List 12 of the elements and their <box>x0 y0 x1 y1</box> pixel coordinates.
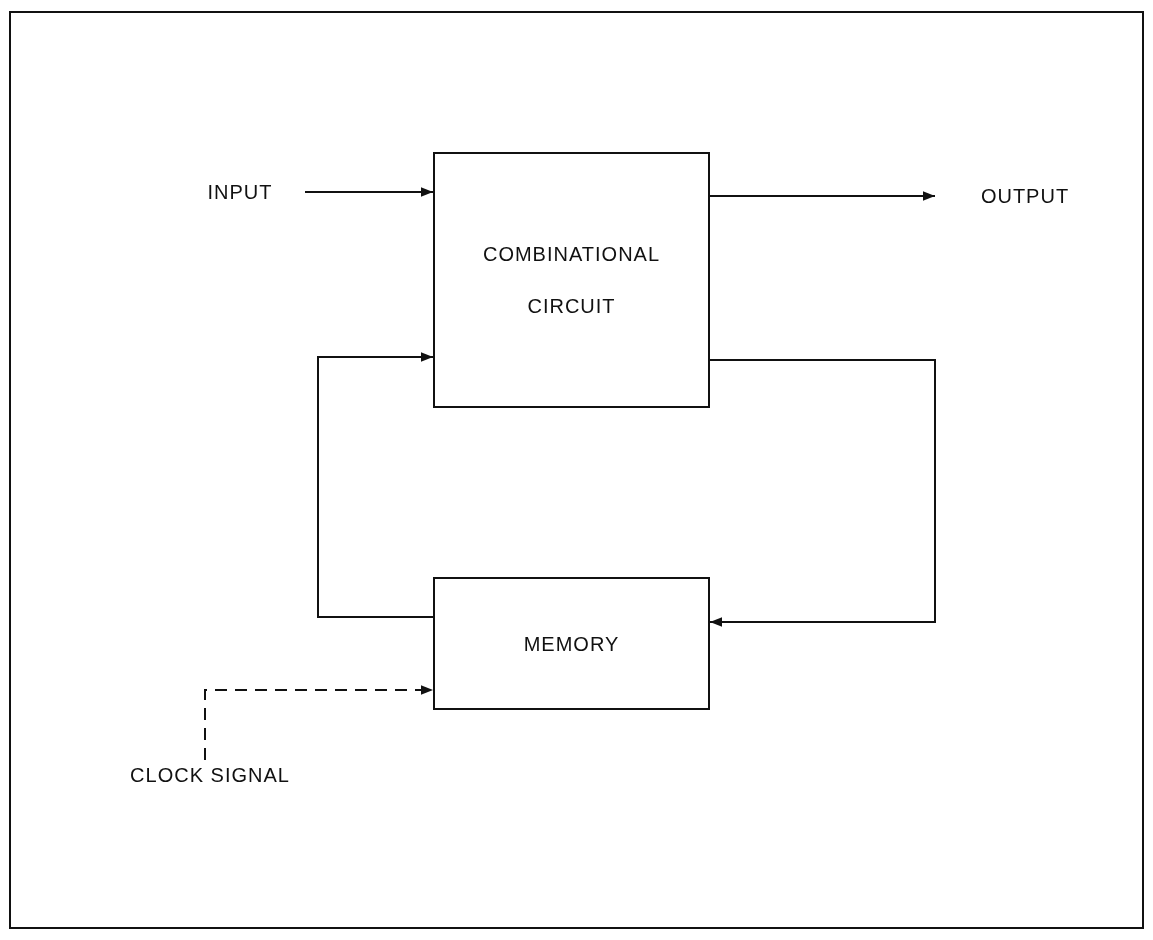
box-label: MEMORY <box>523 631 620 657</box>
arrow <box>204 685 434 761</box>
box-label: COMBINATIONAL CIRCUIT <box>481 242 662 319</box>
arrow <box>304 187 434 197</box>
arrow <box>317 352 434 618</box>
arrow <box>709 191 936 201</box>
process-box <box>433 577 710 710</box>
arrow <box>709 359 936 627</box>
output-label: OUTPUT <box>980 184 1070 209</box>
process-box <box>433 152 710 408</box>
input-label: INPUT <box>207 180 273 205</box>
clock-signal-label: CLOCK SIGNAL <box>130 763 290 788</box>
